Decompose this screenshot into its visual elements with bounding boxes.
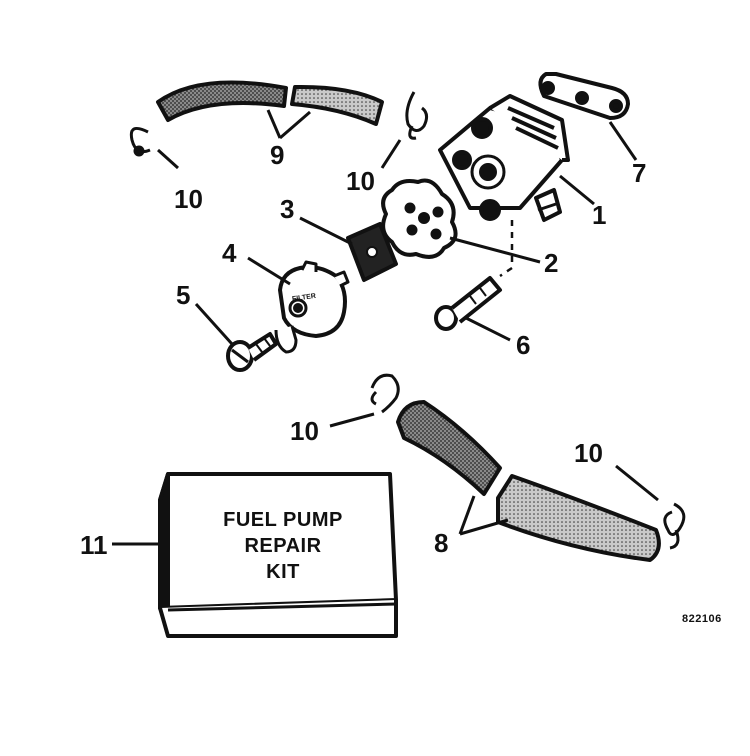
callout-3: 3 bbox=[280, 194, 294, 224]
callout-4: 4 bbox=[222, 238, 237, 268]
cover-label: FILTER bbox=[292, 293, 317, 303]
callout-2: 2 bbox=[544, 248, 558, 278]
kit-line-3: KIT bbox=[266, 561, 300, 583]
diaphragm-2 bbox=[381, 178, 458, 259]
hose-9-right bbox=[290, 84, 384, 126]
kit-line-1: FUEL PUMP bbox=[223, 509, 343, 531]
cover-4 bbox=[274, 260, 350, 354]
callout-7: 7 bbox=[632, 158, 646, 188]
leader-5 bbox=[194, 302, 234, 346]
leader-2 bbox=[449, 236, 541, 264]
hose-8-lower bbox=[496, 474, 661, 562]
callout-9: 9 bbox=[270, 140, 284, 170]
gasket-7 bbox=[538, 72, 630, 120]
leader-6 bbox=[465, 316, 511, 342]
leader-1 bbox=[559, 174, 595, 206]
clip-10-upper-left bbox=[129, 126, 180, 170]
kit-line-2: REPAIR bbox=[244, 535, 321, 557]
callout-11: 11 bbox=[80, 530, 108, 560]
guide-line-1-6 bbox=[499, 220, 514, 278]
hose-9-left bbox=[156, 80, 288, 122]
clip-10-upper-right bbox=[380, 91, 429, 169]
callout-10-lower-right: 10 bbox=[574, 438, 603, 468]
hose-8-upper bbox=[396, 400, 502, 496]
callout-10-upper-left: 10 bbox=[174, 184, 203, 214]
leader-9 bbox=[266, 109, 311, 140]
leader-7 bbox=[608, 121, 638, 161]
leader-8 bbox=[458, 495, 509, 536]
bolt-6 bbox=[434, 276, 502, 331]
pump-body bbox=[438, 94, 570, 222]
screw-5 bbox=[226, 332, 278, 372]
figure-code: 822106 bbox=[682, 613, 722, 625]
leader-4 bbox=[247, 256, 291, 286]
repair-kit-box bbox=[158, 472, 398, 638]
callout-10-upper-right: 10 bbox=[346, 166, 375, 196]
callout-10-lower-left: 10 bbox=[290, 416, 319, 446]
callout-1: 1 bbox=[592, 200, 606, 230]
clip-10-lower-left bbox=[329, 373, 400, 428]
callout-5: 5 bbox=[176, 280, 190, 310]
leader-3 bbox=[299, 216, 353, 246]
clip-10-lower-right bbox=[615, 464, 686, 550]
valve-plate-3 bbox=[346, 222, 398, 282]
callout-8: 8 bbox=[434, 528, 448, 558]
callout-6: 6 bbox=[516, 330, 530, 360]
